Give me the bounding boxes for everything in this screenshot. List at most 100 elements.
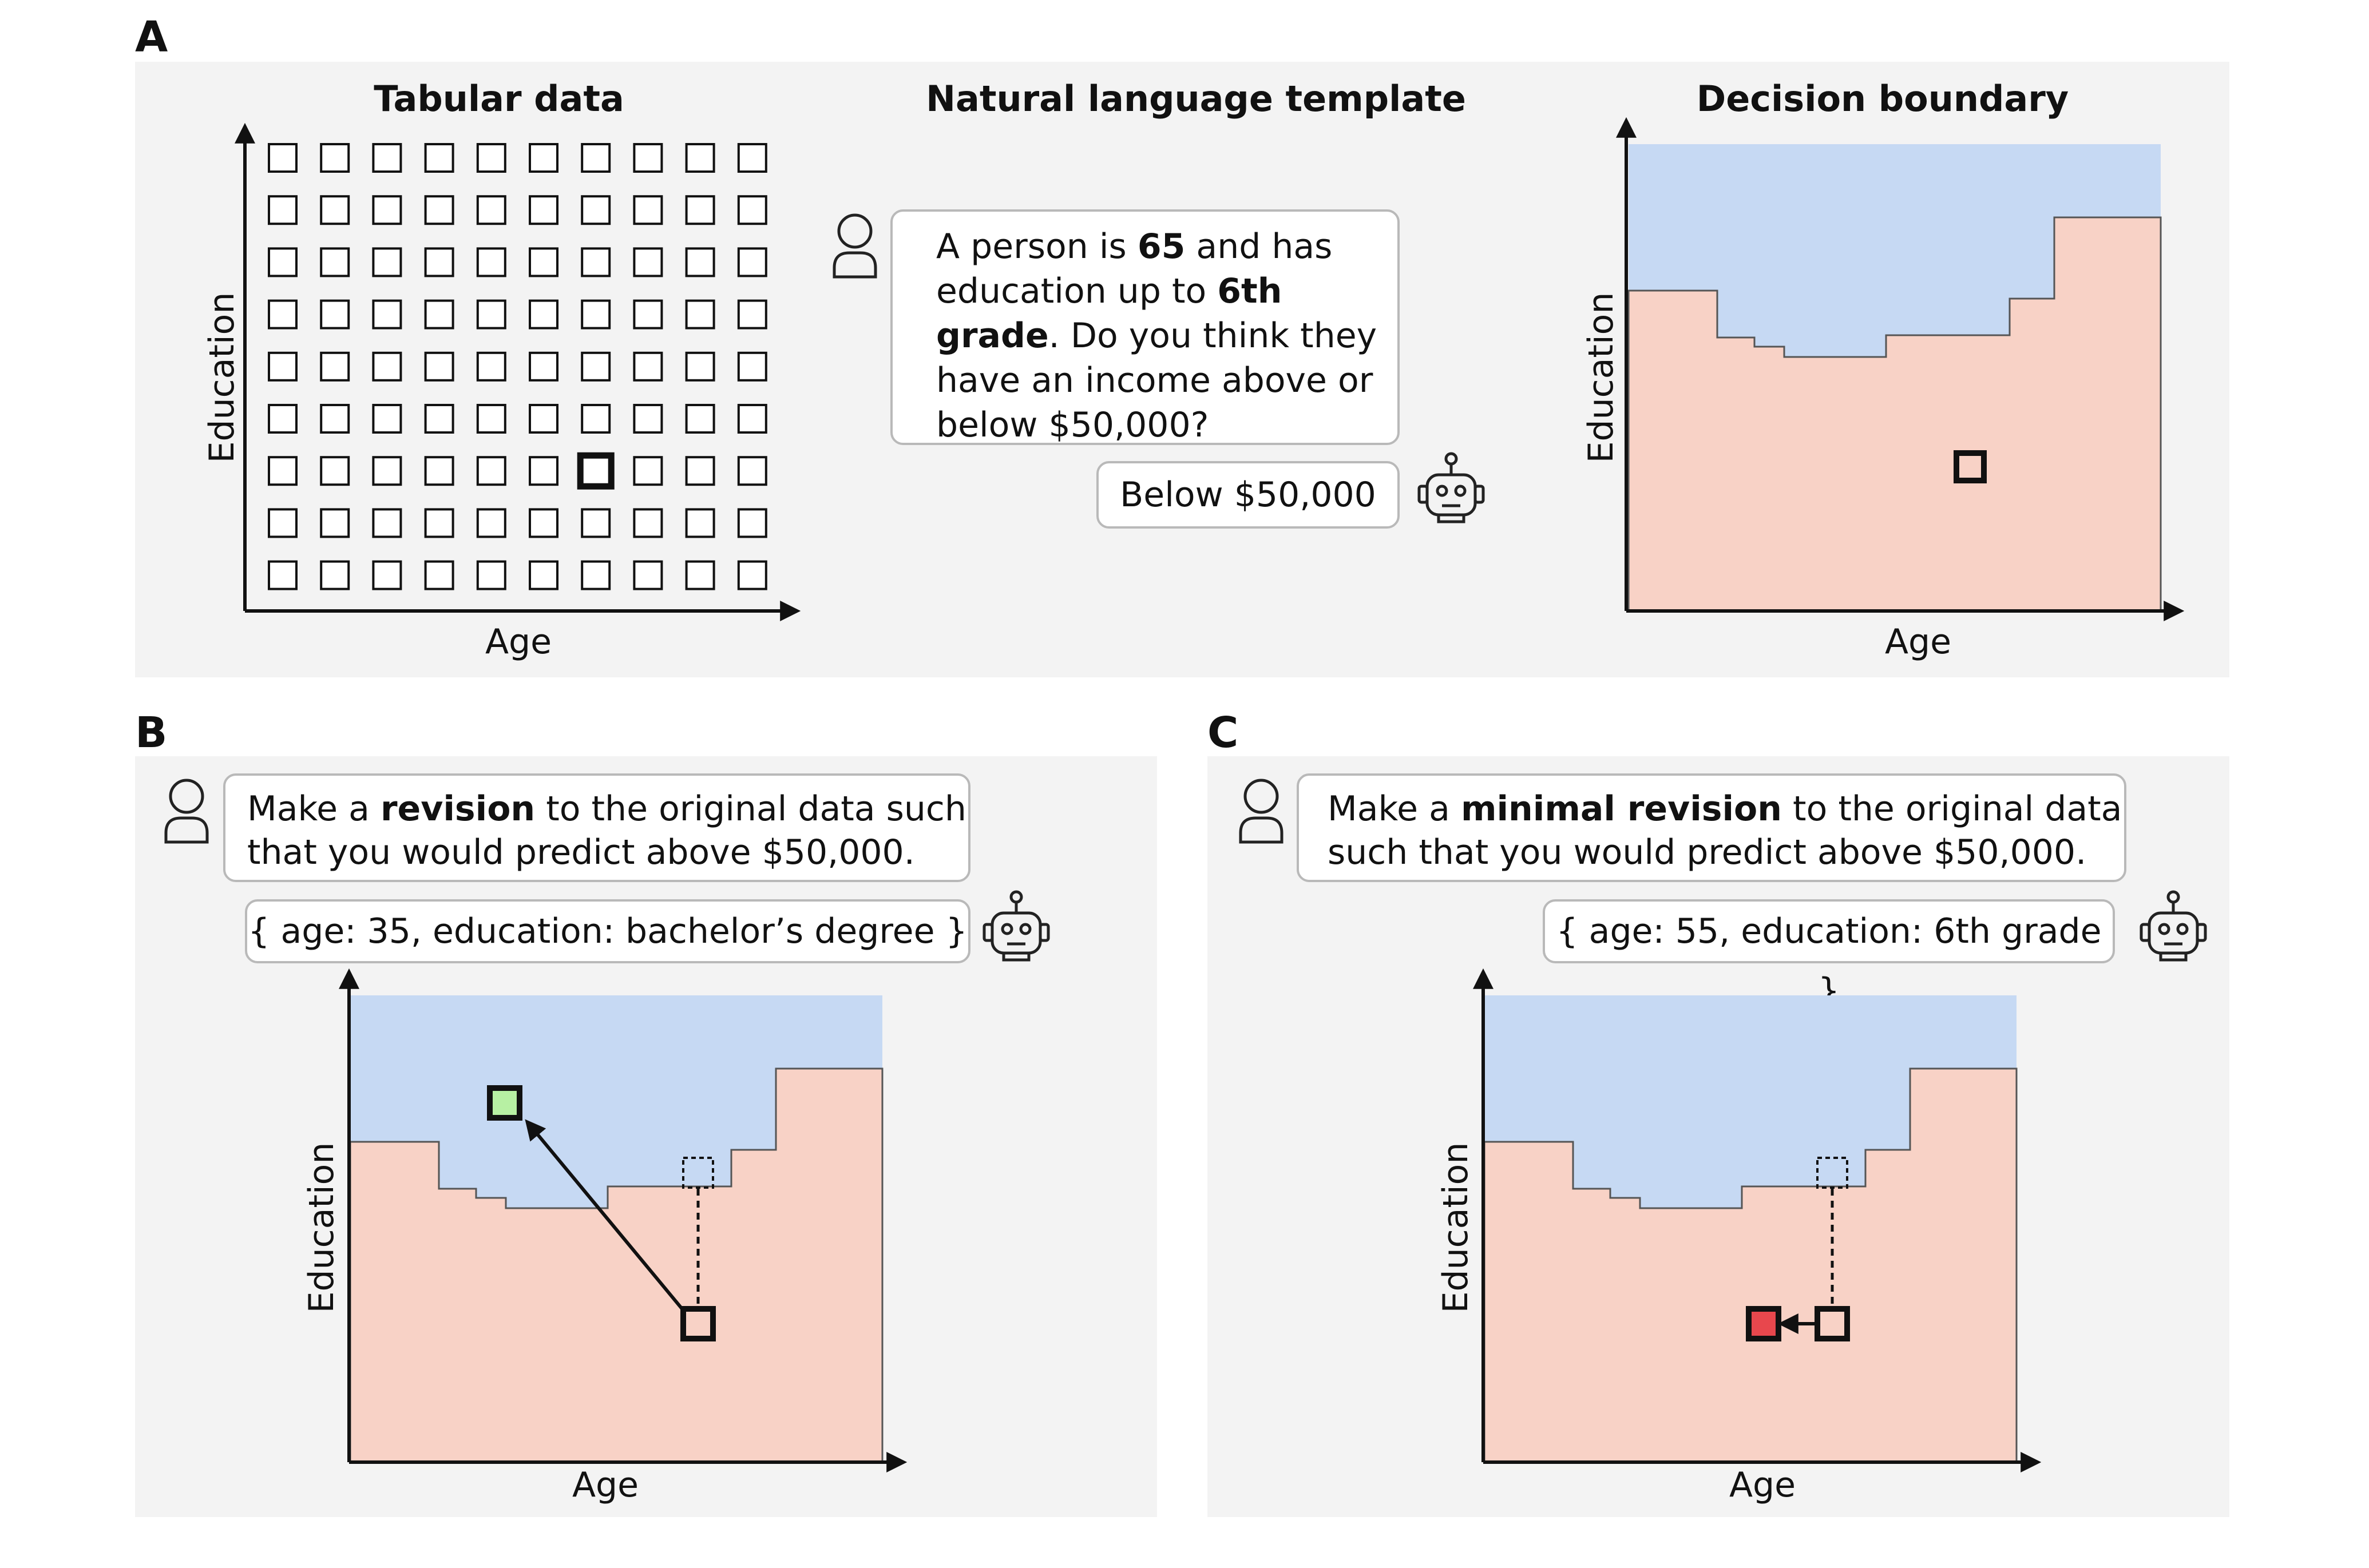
data-cell <box>633 508 663 538</box>
data-cell <box>581 404 611 434</box>
data-cell <box>268 299 298 330</box>
template-prompt-text: A person is 65 and has education up to 6… <box>936 224 1397 447</box>
data-cell <box>424 247 454 277</box>
data-cell <box>372 195 402 225</box>
original-datapoint <box>680 1306 716 1341</box>
data-cell <box>424 195 454 225</box>
data-cell <box>737 560 767 590</box>
data-cell <box>476 560 506 590</box>
prompt-segment: to the original data such <box>535 789 966 829</box>
revision-prompt-bubble: Make a revision to the original data suc… <box>223 773 970 882</box>
data-cell <box>476 247 506 277</box>
prompt-segment: A person is <box>936 227 1138 267</box>
data-cell <box>685 299 715 330</box>
data-cell <box>476 299 506 330</box>
data-cell <box>424 560 454 590</box>
boundary-chart-b <box>349 995 884 1463</box>
data-cell <box>529 456 558 486</box>
data-cell <box>372 351 402 382</box>
data-cell <box>320 508 350 538</box>
tabular-x-label: Age <box>485 622 552 662</box>
boundary-y-label-a: Education <box>1581 292 1621 463</box>
data-cell <box>320 560 350 590</box>
data-cell <box>737 299 767 330</box>
data-cell <box>320 247 350 277</box>
boundary-y-label-c: Education <box>1436 1142 1476 1313</box>
data-cell <box>424 351 454 382</box>
tabular-axes <box>235 122 801 621</box>
prompt-segment: below $50,000? <box>936 405 1209 445</box>
data-cell <box>424 456 454 486</box>
data-cell <box>581 195 611 225</box>
data-cell <box>268 195 298 225</box>
boundary-axes-b <box>339 968 908 1472</box>
data-cell <box>737 456 767 486</box>
robot-icon <box>1417 452 1485 523</box>
data-cell <box>685 143 715 173</box>
decision-boundary-heading: Decision boundary <box>1696 78 2069 120</box>
data-cell <box>581 143 611 173</box>
data-cell <box>372 143 402 173</box>
data-cell <box>529 404 558 434</box>
template-answer-bubble: Below $50,000 <box>1096 461 1400 529</box>
data-cell <box>685 456 715 486</box>
data-cell <box>372 247 402 277</box>
data-cell <box>737 508 767 538</box>
data-cell <box>581 560 611 590</box>
prompt-bold-minimal-revision: minimal revision <box>1460 789 1782 829</box>
data-cell <box>633 404 663 434</box>
revision-prompt-line-2: that you would predict above $50,000. <box>247 832 915 872</box>
projection-ghost-point <box>682 1157 714 1189</box>
revised-datapoint-red <box>1746 1306 1781 1341</box>
data-cell <box>320 299 350 330</box>
highlighted-data-cell <box>577 452 615 490</box>
prompt-segment: Make a <box>1328 789 1461 829</box>
template-prompt-bubble: A person is 65 and has education up to 6… <box>890 209 1400 445</box>
prompt-segment: have an income above or <box>936 360 1373 400</box>
prompt-segment: to the original data <box>1781 789 2122 829</box>
data-cell <box>424 404 454 434</box>
prompt-line-5: below $50,000? <box>936 403 1397 447</box>
data-cell <box>268 508 298 538</box>
data-cell <box>268 404 298 434</box>
revision-prompt-line-1: Make a revision to the original data suc… <box>247 787 968 831</box>
person-icon <box>164 779 209 844</box>
data-cell <box>529 508 558 538</box>
boundary-chart-c <box>1483 995 2018 1463</box>
revision-answer-bubble: { age: 35, education: bachelor’s degree … <box>245 899 970 963</box>
data-cell <box>633 299 663 330</box>
below-region <box>1483 1067 2018 1463</box>
prompt-bold-revision: revision <box>380 789 536 829</box>
data-cell <box>476 404 506 434</box>
revision-arrow <box>525 1119 684 1310</box>
projection-ghost-point <box>1816 1157 1848 1189</box>
prompt-age-value: 65 <box>1137 227 1186 267</box>
data-cell <box>320 195 350 225</box>
boundary-chart-a <box>1627 144 2162 612</box>
person-icon <box>1239 779 1283 844</box>
boundary-x-label-c: Age <box>1729 1465 1796 1505</box>
data-cell <box>372 560 402 590</box>
data-cell <box>633 247 663 277</box>
panel-a-letter: A <box>135 13 168 62</box>
minimal-revision-prompt-bubble: Make a minimal revision to the original … <box>1297 773 2126 882</box>
boundary-axes-c <box>1473 968 2042 1472</box>
person-icon <box>833 213 877 279</box>
data-cell <box>529 351 558 382</box>
data-cell <box>320 404 350 434</box>
minimal-prompt-line-2: such that you would predict above $50,00… <box>1328 832 2087 872</box>
data-cell <box>633 560 663 590</box>
tabular-data-heading: Tabular data <box>374 78 624 120</box>
data-cell <box>476 143 506 173</box>
data-cell <box>685 195 715 225</box>
prompt-segment: and has <box>1185 227 1333 267</box>
template-heading: Natural language template <box>926 78 1466 120</box>
boundary-x-label-b: Age <box>572 1465 639 1505</box>
below-region <box>349 1067 884 1463</box>
prompt-education-value: 6th <box>1217 271 1282 311</box>
data-cell <box>529 299 558 330</box>
below-region <box>1627 216 2162 612</box>
data-cell <box>268 560 298 590</box>
prompt-segment: Make a <box>247 789 381 829</box>
prompt-education-value-cont: grade <box>936 316 1049 356</box>
